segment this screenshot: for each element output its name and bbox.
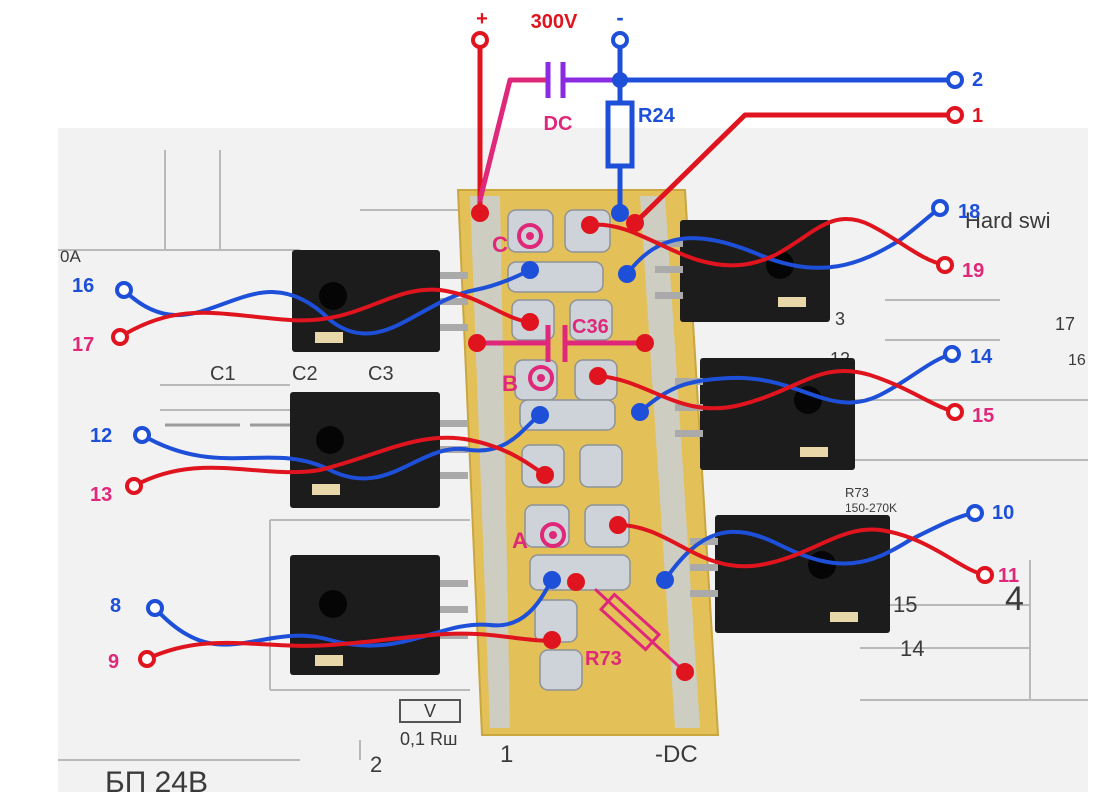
terminal-13-label: 13 [90, 484, 112, 506]
voltage-label: 300V [531, 11, 578, 33]
supply-wiring [474, 37, 958, 674]
point-c-label: C [492, 232, 508, 257]
paper-pin16: 16 [1068, 352, 1086, 369]
paper-meter-box [399, 699, 461, 723]
paper-pin17: 17 [1055, 314, 1075, 334]
paper-shunt-label: 0,1 Rш [400, 729, 457, 749]
terminal-2-label: 2 [972, 69, 983, 91]
terminal-17-label: 17 [72, 334, 94, 356]
plus-label: + [476, 8, 488, 30]
terminal-15-label: 15 [972, 405, 994, 427]
point-a-label: A [512, 528, 528, 553]
terminal-11-label: 11 [998, 565, 1019, 587]
minus-label: - [616, 5, 623, 30]
terminal-rings [111, 31, 994, 668]
paper-pin3: 3 [835, 309, 845, 329]
node-dots [468, 72, 694, 681]
terminal-16-label: 16 [72, 275, 94, 297]
paper-schematic-lines [58, 150, 1088, 761]
terminal-12-label: 12 [90, 425, 112, 447]
paper-meter-label: V [424, 701, 436, 721]
terminal-1-label: 1 [972, 105, 983, 127]
capacitor-c36 [545, 325, 568, 362]
paper-title: Hard swi [965, 208, 1051, 233]
terminal-18-label: 18 [958, 201, 980, 223]
terminal-19-label: 19 [962, 260, 984, 282]
point-b-label: B [502, 371, 518, 396]
pcb-foot-1: 1 [500, 741, 513, 768]
twisted-pair-wires [118, 206, 986, 661]
pcb-foot-dc: -DC [655, 741, 698, 768]
terminal-8-label: 8 [110, 595, 121, 617]
terminal-10-label: 10 [992, 502, 1014, 524]
r24-label: R24 [638, 105, 676, 127]
capacitor-dc [545, 62, 566, 98]
c36-label: C36 [572, 316, 609, 338]
test-point-dots [526, 232, 557, 539]
paper-pin15: 15 [893, 592, 917, 617]
paper-r73-range: 150-270K [845, 501, 897, 515]
paper-pin14: 14 [900, 636, 924, 661]
paper-r73-note: R73 [845, 485, 869, 500]
test-point-rings [517, 223, 566, 548]
paper-amp-label: 0A [60, 247, 81, 266]
paper-c3-label: C3 [368, 363, 394, 385]
paper-bottom-code: БП 24В [105, 766, 208, 792]
transistor-q1 [292, 250, 468, 352]
paper-foot-2: 2 [370, 752, 382, 777]
r73-label: R73 [585, 648, 622, 670]
paper-c2-label: C2 [292, 363, 318, 385]
resistor-r73 [598, 592, 662, 652]
paper-c1-label: C1 [210, 363, 236, 385]
resistor-r24 [605, 100, 635, 169]
transistor-q5 [675, 358, 855, 470]
paper-pin4: 4 [1005, 580, 1024, 618]
cap-dc-label: DC [544, 113, 573, 135]
terminal-9-label: 9 [108, 651, 119, 673]
terminal-14-label: 14 [970, 346, 993, 368]
